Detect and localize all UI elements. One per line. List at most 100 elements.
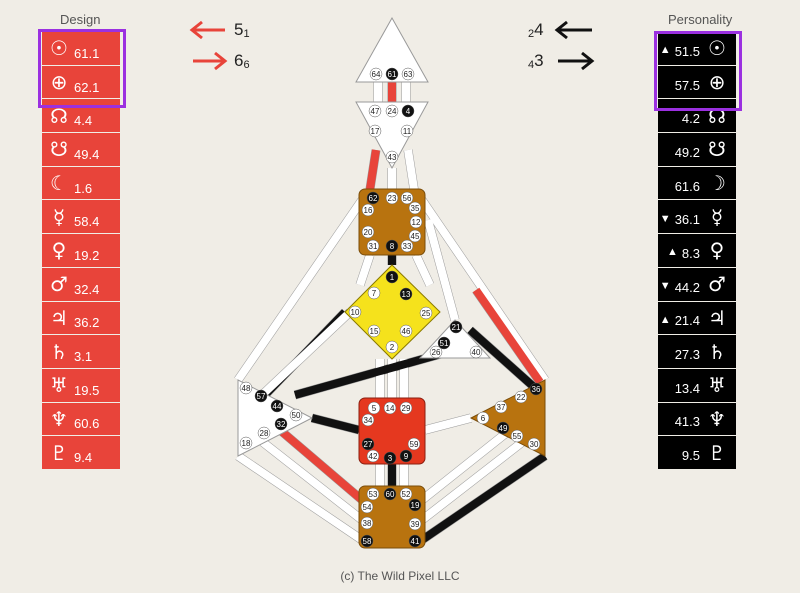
personality-row[interactable]: 41.3♆ [658, 402, 736, 436]
personality-row[interactable]: 61.6☽ [658, 166, 736, 200]
personality-gate-value: 41.3 [674, 414, 700, 430]
right-arrow-bottom [558, 51, 595, 71]
gate-label: 33 [403, 242, 412, 251]
gate-circle [408, 517, 422, 531]
gate-label: 64 [372, 70, 381, 79]
south-node-icon: ☋ [708, 137, 726, 162]
gate-circle [399, 487, 413, 501]
design-row[interactable]: ♄3.1 [42, 335, 120, 368]
moon-icon: ☽ [708, 171, 726, 196]
personality-gate-value: 9.5 [681, 448, 700, 464]
gate-label: 58 [363, 537, 372, 546]
personality-row[interactable]: 27.3♄ [658, 335, 736, 368]
gate-circle [408, 498, 422, 512]
design-gate-value: 9.4 [74, 450, 93, 466]
gate-label: 41 [411, 537, 420, 546]
personality-row[interactable]: ▲21.4♃ [658, 301, 736, 335]
personality-row[interactable]: 13.4♅ [658, 368, 736, 402]
personality-row[interactable]: 9.5♇ [658, 436, 736, 469]
gate-label: 62 [369, 194, 378, 203]
gate-circle [383, 401, 397, 415]
gate-circle [369, 67, 383, 81]
personality-row[interactable]: 4.2☊ [658, 99, 736, 133]
gate-circle [361, 413, 375, 427]
sun-icon: ☉ [50, 36, 68, 61]
gate-circle [399, 401, 413, 415]
variable-sub: 1 [243, 28, 250, 40]
gate-label: 43 [388, 153, 397, 162]
design-row[interactable]: ♇ 9.4 [42, 436, 120, 469]
gate-label: 31 [369, 242, 378, 251]
design-gate-value: 19.2 [74, 247, 100, 263]
gate-label: 63 [404, 70, 413, 79]
gate-circle [361, 437, 375, 451]
variable-main: 5 [234, 20, 244, 39]
gate-circle [366, 487, 380, 501]
gate-circle [407, 437, 421, 451]
design-row[interactable]: ☊4.4 [42, 99, 120, 133]
channel [234, 197, 366, 383]
gate-label: 28 [260, 429, 269, 438]
design-row[interactable]: ♅19.5 [42, 368, 120, 402]
design-gate-value: 36.2 [74, 315, 100, 331]
gate-label: 52 [402, 490, 411, 499]
personality-row[interactable]: ▲51.5☉ [658, 32, 736, 65]
personality-row[interactable]: 49.2☋ [658, 133, 736, 166]
design-row[interactable]: ♀19.2 [42, 234, 120, 267]
design-gate-value: 60.6 [74, 416, 100, 432]
gate-label: 37 [497, 403, 506, 412]
gate-circle [348, 305, 362, 319]
south-node-icon: ☋ [50, 137, 68, 162]
personality-row[interactable]: ▲8.3♀ [658, 234, 736, 267]
design-row[interactable]: ☾1.6 [42, 166, 120, 200]
variable-sub: 2 [528, 28, 535, 40]
gate-label: 22 [517, 393, 526, 402]
channel [423, 414, 473, 434]
gate-circle [400, 124, 414, 138]
channel [467, 327, 538, 391]
personality-row[interactable]: ▼44.2♂ [658, 267, 736, 301]
personality-column: ▲51.5☉57.5⊕4.2☊49.2☋61.6☽▼36.1☿▲8.3♀▼44.… [658, 32, 736, 470]
personality-row[interactable]: ▼36.1☿ [658, 200, 736, 234]
gate-circle [383, 451, 397, 465]
design-gate-value: 1.6 [74, 180, 93, 196]
channel [257, 436, 365, 524]
sun-icon: ☉ [708, 36, 726, 61]
gate-circle [361, 225, 375, 239]
design-row[interactable]: ♃36.2 [42, 301, 120, 335]
pluto-icon: ♇ [50, 440, 68, 465]
design-row[interactable]: ☉ 61.1 [42, 32, 120, 65]
gate-label: 8 [390, 242, 395, 251]
gate-circle [399, 449, 413, 463]
uranus-icon: ♅ [50, 373, 68, 398]
gate-label: 59 [410, 440, 419, 449]
design-gate-value: 49.4 [74, 146, 100, 162]
design-row[interactable]: ⊕62.1 [42, 65, 120, 99]
gate-label: 42 [369, 452, 378, 461]
design-row[interactable]: ♆60.6 [42, 402, 120, 436]
gate-circle [360, 534, 374, 548]
gate-label: 5 [372, 404, 377, 413]
north-node-icon: ☊ [50, 103, 68, 128]
gate-circle [367, 286, 381, 300]
personality-row[interactable]: 57.5⊕ [658, 65, 736, 99]
design-row[interactable]: ☿58.4 [42, 200, 120, 234]
mercury-icon: ☿ [710, 204, 724, 229]
design-row[interactable]: ☋ 49.4 [42, 133, 120, 166]
gate-circle [449, 320, 463, 334]
gate-label: 10 [351, 308, 360, 317]
channel [472, 287, 544, 385]
gate-circle [399, 287, 413, 301]
channel [277, 426, 365, 504]
gate-label: 24 [388, 107, 397, 116]
channel [259, 309, 353, 398]
gate-label: 20 [364, 228, 373, 237]
venus-icon: ♀ [709, 238, 725, 263]
gate-circle [383, 487, 397, 501]
design-gate-value: 61.1 [74, 45, 100, 61]
gate-circle [527, 437, 541, 451]
channel [424, 218, 459, 322]
design-row[interactable]: ♂32.4 [42, 267, 120, 301]
gate-circle [408, 201, 422, 215]
